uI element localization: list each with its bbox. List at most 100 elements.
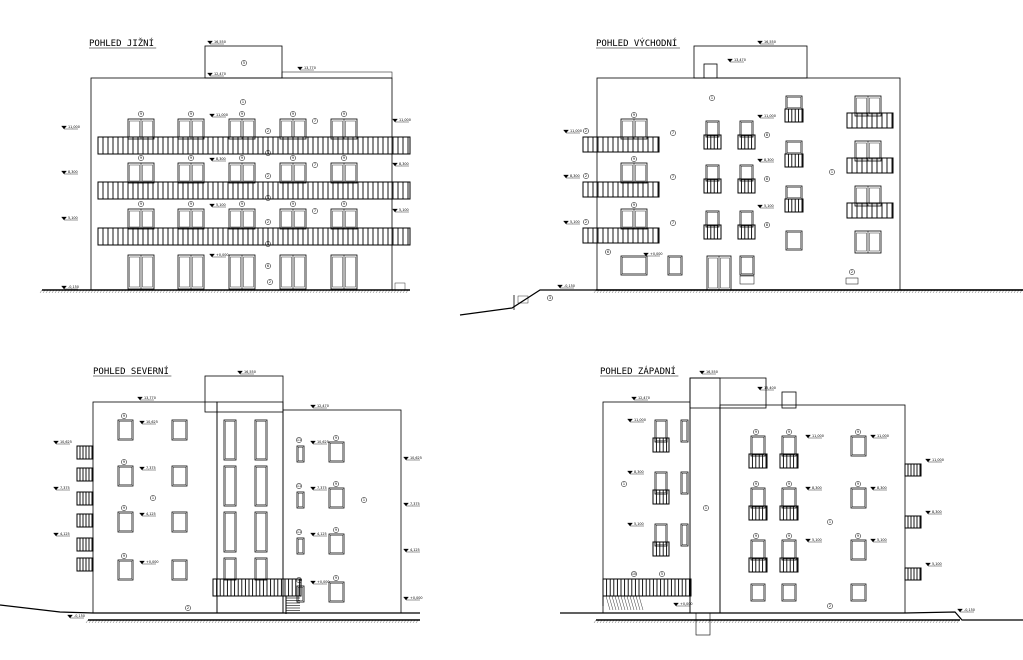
ground-hatch: [785, 289, 789, 294]
ground-hatch: [352, 619, 356, 624]
level-floor: 4,125: [146, 512, 156, 516]
ground-hatch: [722, 619, 726, 624]
ground-hatch: [653, 619, 657, 624]
ground-hatch: [381, 289, 385, 294]
ground-hatch: [824, 619, 828, 624]
material-tag-number: 1: [242, 100, 244, 104]
balcony-railing: [76, 467, 94, 482]
material-tag-number: 9: [343, 156, 345, 160]
ground-hatch: [785, 619, 789, 624]
ground-hatch: [848, 619, 852, 624]
balcony-railing: [76, 513, 94, 528]
material-tag-number: 8: [766, 177, 768, 181]
ground-hatch: [378, 289, 382, 294]
ground-hatch: [809, 289, 813, 294]
ground-hatch: [848, 289, 852, 294]
ground-hatch: [171, 289, 175, 294]
ground-hatch: [300, 289, 304, 294]
material-tag: [670, 174, 676, 180]
material-tag-number: 7: [672, 221, 674, 225]
material-tag: [849, 269, 855, 275]
balcony-railing: [97, 227, 411, 246]
material-tag: [290, 201, 296, 207]
ground-hatch: [683, 619, 687, 624]
ground-hatch: [321, 289, 325, 294]
ground-hatch: [81, 289, 85, 294]
level-arrow: [631, 396, 637, 401]
level-floor-window: 5,100: [216, 203, 226, 207]
ground-hatch: [346, 619, 350, 624]
ground-hatch: [602, 289, 606, 294]
level-floor-right: 8,300: [399, 162, 409, 166]
ground-hatch: [178, 619, 182, 624]
ground-hatch: [713, 619, 717, 624]
door-glass-right: [243, 120, 254, 138]
window: [739, 120, 754, 138]
door-glass-left: [856, 142, 867, 160]
window-glass: [256, 513, 266, 551]
window: [850, 435, 867, 457]
level-arrow: [61, 285, 67, 290]
ground-hatch: [770, 289, 774, 294]
ground-hatch: [842, 619, 846, 624]
material-tag-number: 9: [343, 112, 345, 116]
ground-hatch: [342, 289, 346, 294]
material-tag: [188, 111, 194, 117]
door-glass-right: [294, 256, 305, 288]
ground-hatch: [120, 289, 124, 294]
north-facade-left: [92, 401, 218, 614]
ground-hatch: [923, 289, 927, 294]
ground-hatch: [617, 289, 621, 294]
ground-hatch: [773, 289, 777, 294]
ground-hatch: [995, 289, 999, 294]
material-tag-number: 11: [297, 578, 301, 582]
balcony-railing: [76, 537, 94, 552]
level-arrow: [310, 580, 316, 585]
ground-hatch: [977, 289, 981, 294]
balcony-railing: [652, 489, 670, 505]
window-glass: [787, 187, 801, 198]
door-step: [739, 275, 755, 285]
ground-hatch: [761, 619, 765, 624]
door-glass-right: [142, 120, 153, 138]
door-glass-left: [332, 120, 343, 138]
ground-hatch: [611, 619, 615, 624]
ground-hatch: [361, 619, 365, 624]
ground-hatch: [938, 619, 942, 624]
level-arrow: [237, 370, 243, 375]
level-floor-far: 10,625: [410, 456, 422, 460]
door-glass-right: [294, 120, 305, 138]
stair-tread: [620, 595, 626, 611]
ground-hatch: [88, 619, 92, 624]
stair-tread: [617, 595, 623, 611]
ground-hatch: [698, 289, 702, 294]
material-tag-number: 9: [292, 112, 294, 116]
ground-hatch: [168, 289, 172, 294]
ground-hatch: [114, 289, 118, 294]
door-glass-left: [129, 120, 140, 138]
ground-hatch: [806, 619, 810, 624]
door-glass-left: [332, 256, 343, 288]
material-tag: [265, 219, 271, 225]
ground-hatch: [932, 619, 936, 624]
ground-hatch: [228, 289, 232, 294]
material-tag-number: 9: [755, 430, 757, 434]
window-glass: [852, 585, 865, 600]
level-floor-far: +0,000: [410, 596, 423, 600]
window-glass: [225, 421, 235, 459]
stair-tread: [632, 595, 638, 611]
ground-hatch: [327, 289, 331, 294]
window-glass: [741, 166, 752, 180]
material-tag-number: 11: [297, 530, 301, 534]
window: [254, 465, 268, 507]
ground-hatch: [387, 289, 391, 294]
door-glass-left: [230, 210, 241, 228]
ground-hatch: [620, 289, 624, 294]
material-tag: [583, 219, 589, 225]
ground-hatch: [695, 619, 699, 624]
material-tag: [703, 505, 709, 511]
ground-hatch: [102, 289, 106, 294]
window-glass: [783, 541, 795, 559]
ground-hatch: [671, 619, 675, 624]
material-tag: [855, 481, 861, 487]
